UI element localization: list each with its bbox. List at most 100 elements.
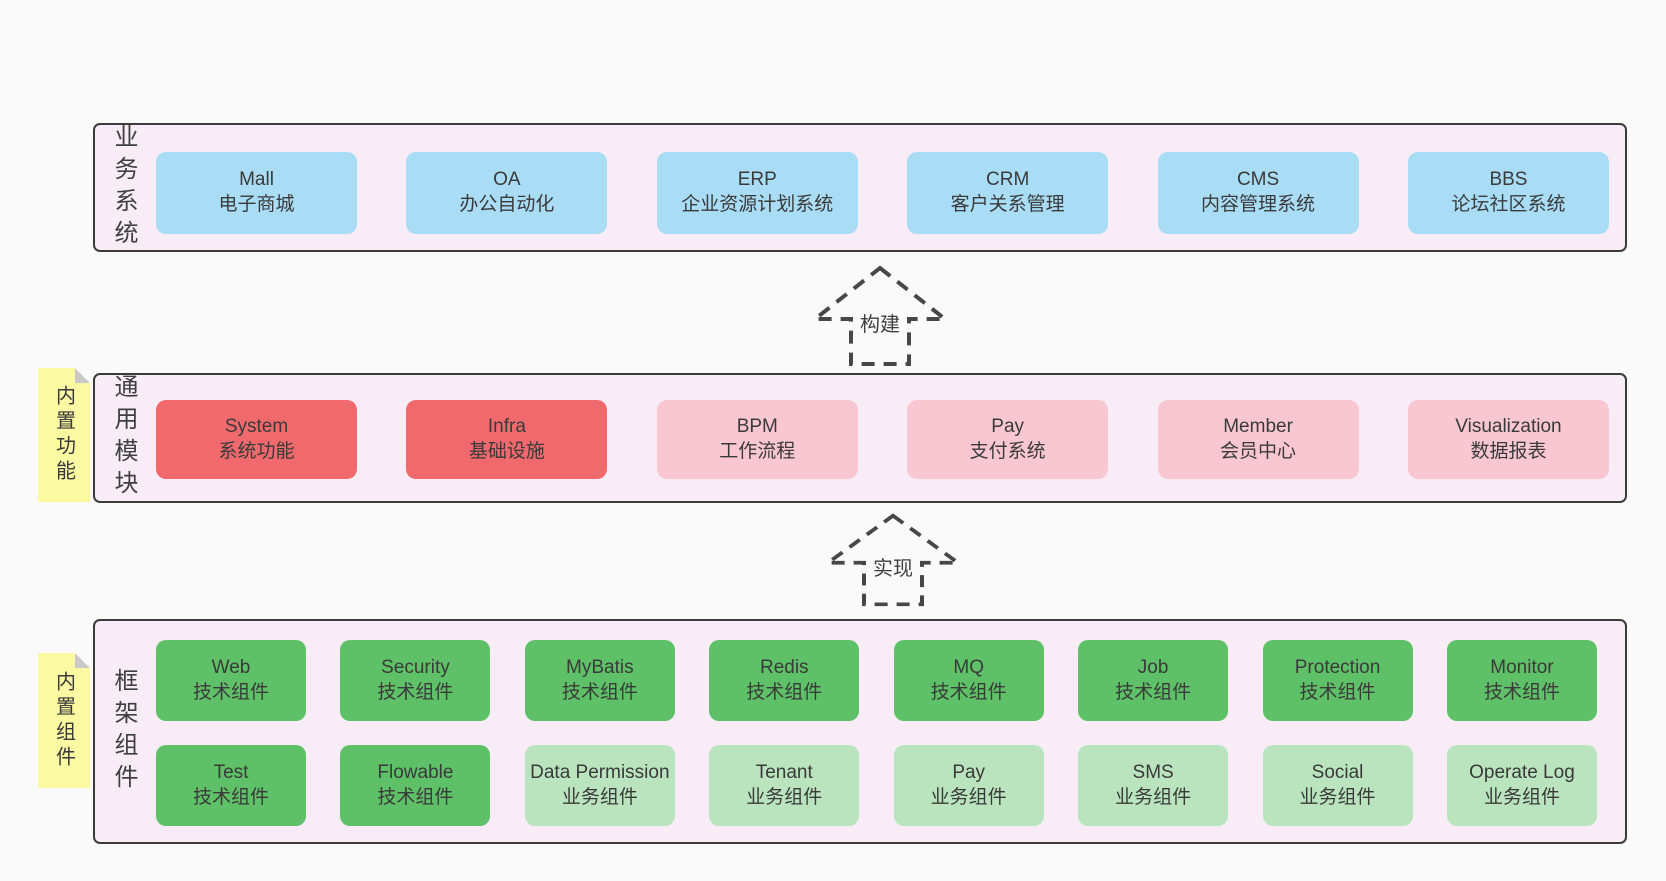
box-pay-biz: Pay 业务组件 — [893, 745, 1044, 826]
box-title: Mall — [239, 169, 274, 191]
band-label-common-modules: 通用模块 — [110, 374, 137, 502]
box-title: Data Permission — [530, 761, 670, 783]
box-subtitle: 数据报表 — [1470, 440, 1547, 462]
box-visualization: Visualization 数据报表 — [1407, 400, 1609, 479]
box-bbs: BBS 论坛社区系统 — [1407, 152, 1609, 234]
box-title: Security — [381, 656, 450, 678]
box-title: Flowable — [377, 761, 454, 783]
sticky-note-builtin-features: 内置功能 — [38, 368, 90, 502]
box-subtitle: 技术组件 — [1299, 681, 1376, 703]
sticky-fold-corner — [75, 368, 90, 383]
box-oa: OA 办公自动化 — [406, 152, 608, 234]
box-subtitle: 客户关系管理 — [950, 194, 1065, 215]
box-title: Test — [213, 761, 249, 783]
sticky-note-label: 内置组件 — [52, 670, 75, 771]
box-crm: CRM 客户关系管理 — [907, 152, 1109, 234]
box-job: Job 技术组件 — [1078, 640, 1229, 721]
box-title: BBS — [1489, 169, 1528, 191]
band-common-modules: 通用模块 System 系统功能 Infra 基础设施 BPM 工作流程 Pay… — [93, 373, 1627, 503]
box-subtitle: 技术组件 — [192, 786, 269, 808]
box-subtitle: 技术组件 — [930, 681, 1007, 703]
box-protection: Protection 技术组件 — [1262, 640, 1413, 721]
box-subtitle: 系统功能 — [218, 440, 295, 462]
box-title: Social — [1311, 761, 1364, 783]
box-mybatis: MyBatis 技术组件 — [524, 640, 675, 721]
band-business-systems: 业务系统 Mall 电子商城 OA 办公自动化 ERP 企业资源计划系统 CRM… — [93, 123, 1627, 252]
box-subtitle: 技术组件 — [377, 681, 454, 703]
box-title: Pay — [952, 761, 986, 783]
box-mq: MQ 技术组件 — [893, 640, 1044, 721]
box-title: MQ — [953, 656, 984, 678]
box-subtitle: 业务组件 — [561, 786, 638, 808]
box-title: System — [224, 415, 289, 437]
box-title: Monitor — [1490, 656, 1554, 678]
business-box-row: Mall 电子商城 OA 办公自动化 ERP 企业资源计划系统 CRM 客户关系… — [156, 152, 1609, 234]
box-flowable: Flowable 技术组件 — [340, 745, 491, 826]
box-mall: Mall 电子商城 — [156, 152, 357, 234]
box-subtitle: 技术组件 — [561, 681, 638, 703]
arrow-build: 构建 — [805, 264, 955, 368]
box-bpm: BPM 工作流程 — [656, 400, 858, 479]
sticky-note-builtin-components: 内置组件 — [38, 653, 90, 788]
box-title: ERP — [737, 169, 777, 191]
box-pay: Pay 支付系统 — [907, 400, 1109, 479]
box-data-permission: Data Permission 业务组件 — [524, 745, 675, 826]
box-title: OA — [493, 169, 521, 191]
dashed-up-arrow-icon — [822, 513, 964, 607]
arrow-build-label: 构建 — [857, 307, 903, 337]
box-social: Social 业务组件 — [1262, 745, 1413, 826]
box-subtitle: 基础设施 — [468, 440, 545, 462]
box-subtitle: 技术组件 — [1115, 681, 1192, 703]
framework-box-row-1: Web 技术组件 Security 技术组件 MyBatis 技术组件 Redi… — [156, 640, 1597, 721]
box-subtitle: 支付系统 — [969, 440, 1046, 462]
box-subtitle: 业务组件 — [1115, 786, 1192, 808]
box-security: Security 技术组件 — [340, 640, 491, 721]
box-subtitle: 业务组件 — [930, 786, 1007, 808]
box-infra: Infra 基础设施 — [406, 400, 608, 479]
box-subtitle: 企业资源计划系统 — [681, 194, 834, 215]
box-title: Job — [1137, 656, 1169, 678]
box-title: Member — [1223, 415, 1293, 437]
band-framework-components: 框架组件 Web 技术组件 Security 技术组件 MyBatis 技术组件… — [93, 619, 1627, 844]
box-title: Infra — [487, 415, 526, 437]
box-title: BPM — [736, 415, 778, 437]
box-title: Pay — [991, 415, 1025, 437]
sticky-fold-corner — [75, 653, 90, 668]
box-subtitle: 业务组件 — [746, 786, 823, 808]
box-subtitle: 技术组件 — [192, 681, 269, 703]
box-member: Member 会员中心 — [1157, 400, 1359, 479]
box-erp: ERP 企业资源计划系统 — [656, 152, 858, 234]
arrow-implement-label: 实现 — [870, 552, 916, 582]
band-label-business-systems: 业务系统 — [110, 123, 137, 252]
box-title: CRM — [986, 169, 1030, 191]
box-subtitle: 工作流程 — [719, 440, 796, 462]
box-title: Web — [211, 656, 251, 678]
dashed-up-arrow-icon — [809, 265, 951, 366]
box-subtitle: 会员中心 — [1220, 440, 1297, 462]
box-web: Web 技术组件 — [156, 640, 306, 721]
box-title: CMS — [1236, 169, 1280, 191]
box-redis: Redis 技术组件 — [709, 640, 860, 721]
box-sms: SMS 业务组件 — [1078, 745, 1229, 826]
box-title: Visualization — [1455, 415, 1562, 437]
box-title: Tenant — [755, 761, 813, 783]
box-tenant: Tenant 业务组件 — [709, 745, 860, 826]
box-subtitle: 业务组件 — [1483, 786, 1560, 808]
box-cms: CMS 内容管理系统 — [1157, 152, 1359, 234]
box-subtitle: 业务组件 — [1299, 786, 1376, 808]
box-title: Redis — [759, 656, 809, 678]
box-test: Test 技术组件 — [156, 745, 306, 826]
common-box-row: System 系统功能 Infra 基础设施 BPM 工作流程 Pay 支付系统… — [156, 400, 1609, 479]
box-subtitle: 论坛社区系统 — [1451, 194, 1566, 215]
box-subtitle: 电子商城 — [218, 194, 295, 215]
box-monitor: Monitor 技术组件 — [1446, 640, 1597, 721]
box-title: MyBatis — [566, 656, 634, 678]
framework-box-row-2: Test 技术组件 Flowable 技术组件 Data Permission … — [156, 745, 1597, 826]
box-system: System 系统功能 — [156, 400, 357, 479]
band-label-framework-components: 框架组件 — [110, 667, 137, 796]
box-title: SMS — [1132, 761, 1174, 783]
box-subtitle: 技术组件 — [746, 681, 823, 703]
sticky-note-label: 内置功能 — [52, 385, 75, 485]
box-operate-log: Operate Log 业务组件 — [1446, 745, 1597, 826]
box-subtitle: 内容管理系统 — [1201, 194, 1316, 215]
